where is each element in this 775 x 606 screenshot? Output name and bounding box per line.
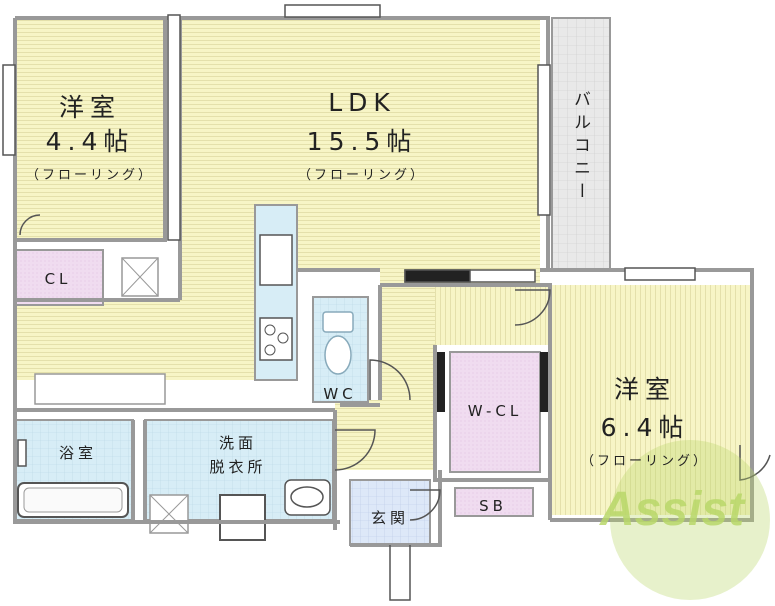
shoe-box-label: SB xyxy=(479,497,507,515)
western-room-large-name: 洋室 xyxy=(613,375,677,404)
shoe-box xyxy=(454,487,534,517)
ldk-floor-label: （フローリング） xyxy=(297,168,427,183)
toilet-label: WC xyxy=(323,385,357,403)
western-room-large-floor xyxy=(550,285,750,515)
ldk-name: LDK xyxy=(328,88,396,117)
walk-in-closet-label: W-CL xyxy=(467,402,523,420)
closet-label: CL xyxy=(44,270,72,288)
washroom-label-2: 脱衣所 xyxy=(209,458,267,476)
western-room-large-size: 6.4帖 xyxy=(600,413,690,442)
western-room-large-floor-label: （フローリング） xyxy=(580,454,710,469)
entrance-label: 玄関 xyxy=(370,509,410,527)
closet-cl xyxy=(14,249,104,306)
ldk-size: 15.5帖 xyxy=(306,127,418,156)
washroom-label-1: 洗面 xyxy=(218,434,258,452)
western-room-small-size: 4.4帖 xyxy=(45,127,135,156)
western-room-small-floor xyxy=(15,18,165,240)
watermark-circle xyxy=(610,440,770,600)
balcony-label: バルコニー xyxy=(570,90,590,205)
western-room-small-name: 洋室 xyxy=(58,93,122,122)
doors xyxy=(19,214,771,601)
ldk-floor xyxy=(180,18,540,270)
balcony-area xyxy=(551,17,611,271)
watermark-logo: Assist xyxy=(599,483,746,536)
western-room-small-floor-label: （フローリング） xyxy=(25,168,155,183)
windows xyxy=(2,4,696,283)
bath-label: 浴室 xyxy=(58,444,98,462)
walk-in-closet xyxy=(449,351,541,473)
